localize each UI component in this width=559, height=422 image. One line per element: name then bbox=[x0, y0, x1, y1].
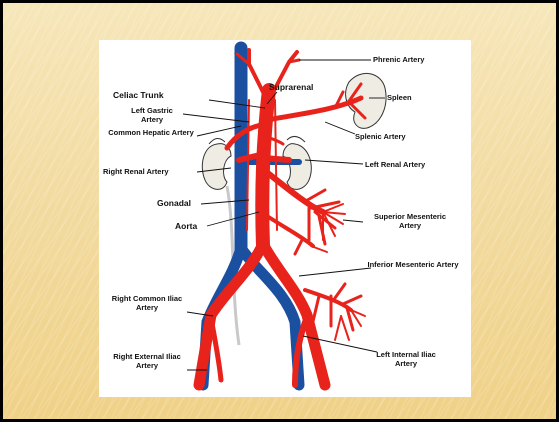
vein-system bbox=[203, 48, 299, 385]
label-spleen: Spleen bbox=[387, 93, 412, 102]
right-adrenal bbox=[209, 138, 225, 144]
label-left-renal-artery: Left Renal Artery bbox=[365, 160, 425, 169]
label-superior-mesenteric-artery: Superior Mesenteric Artery bbox=[363, 212, 457, 230]
label-left-gastric-artery: Left Gastric Artery bbox=[121, 106, 183, 124]
label-right-external-iliac-artery: Right External Iliac Artery bbox=[105, 352, 189, 370]
label-phrenic-artery: Phrenic Artery bbox=[373, 55, 424, 64]
label-inferior-mesenteric-artery: Inferior Mesenteric Artery bbox=[367, 260, 459, 269]
label-celiac-trunk: Celiac Trunk bbox=[113, 90, 164, 100]
aorta-branches-diagram: Phrenic Artery Suprarenal Spleen Celiac … bbox=[99, 40, 471, 397]
label-suprarenal: Suprarenal bbox=[269, 82, 313, 92]
artery-system bbox=[199, 50, 365, 385]
label-aorta: Aorta bbox=[175, 221, 197, 231]
label-common-hepatic-artery: Common Hepatic Artery bbox=[105, 128, 197, 137]
left-adrenal bbox=[287, 136, 305, 142]
label-left-internal-iliac-artery: Left Internal Iliac Artery bbox=[371, 350, 441, 368]
label-gonadal: Gonadal bbox=[157, 198, 191, 208]
label-splenic-artery: Splenic Artery bbox=[355, 132, 406, 141]
left-kidney bbox=[283, 144, 311, 190]
slide-background: Phrenic Artery Suprarenal Spleen Celiac … bbox=[3, 3, 556, 419]
label-right-renal-artery: Right Renal Artery bbox=[103, 167, 169, 176]
label-right-common-iliac-artery: Right Common Iliac Artery bbox=[105, 294, 189, 312]
